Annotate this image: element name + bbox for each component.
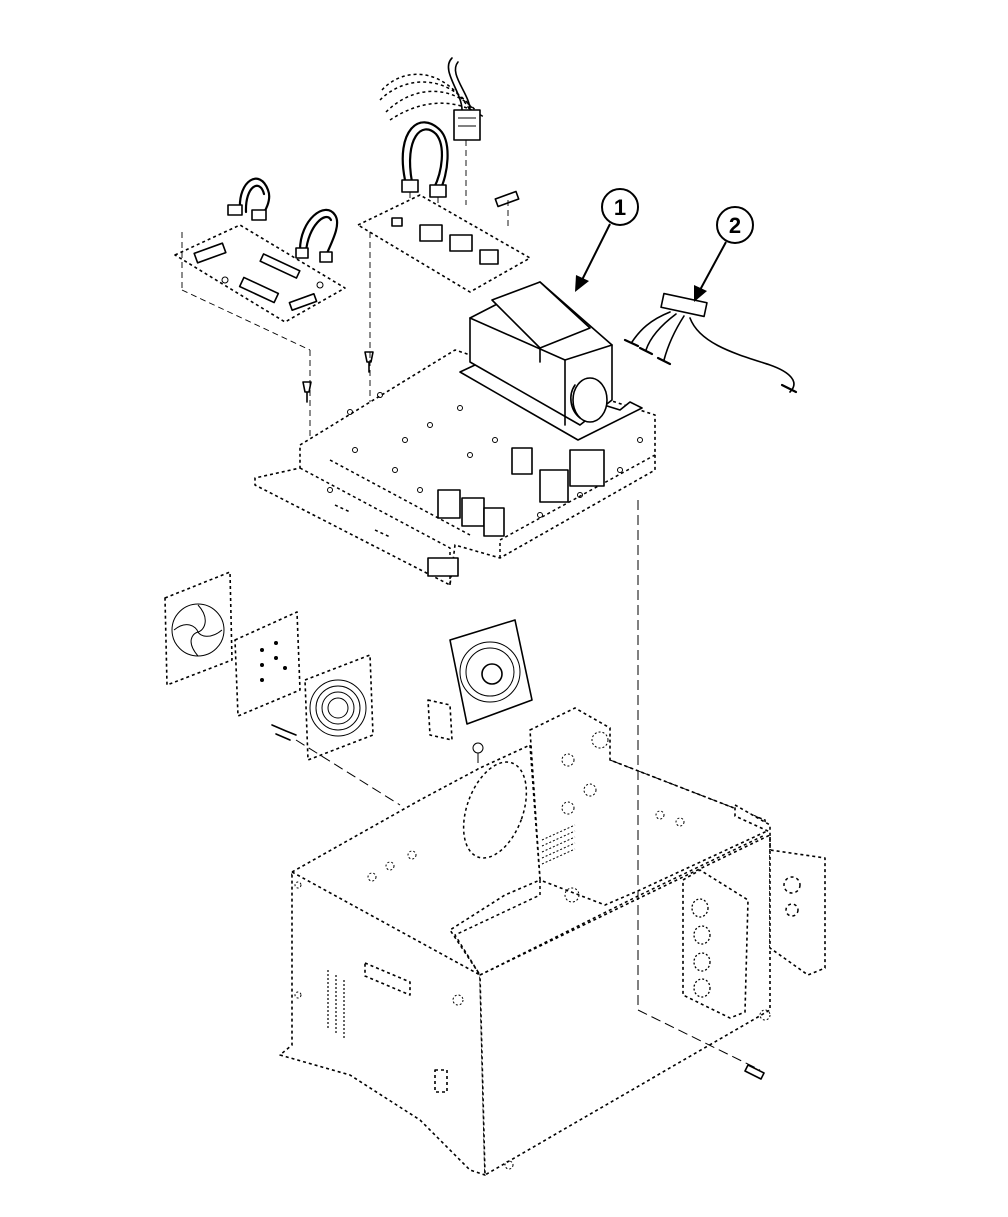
callout-1-number: 1 [614,195,626,220]
fan-filter [235,612,300,716]
fan-left [165,572,232,685]
callout-1: 1 [575,189,638,292]
fan-right [428,620,532,770]
callout-2-number: 2 [729,213,741,238]
callout-2: 2 [694,207,753,302]
cable-assembly [625,294,796,392]
